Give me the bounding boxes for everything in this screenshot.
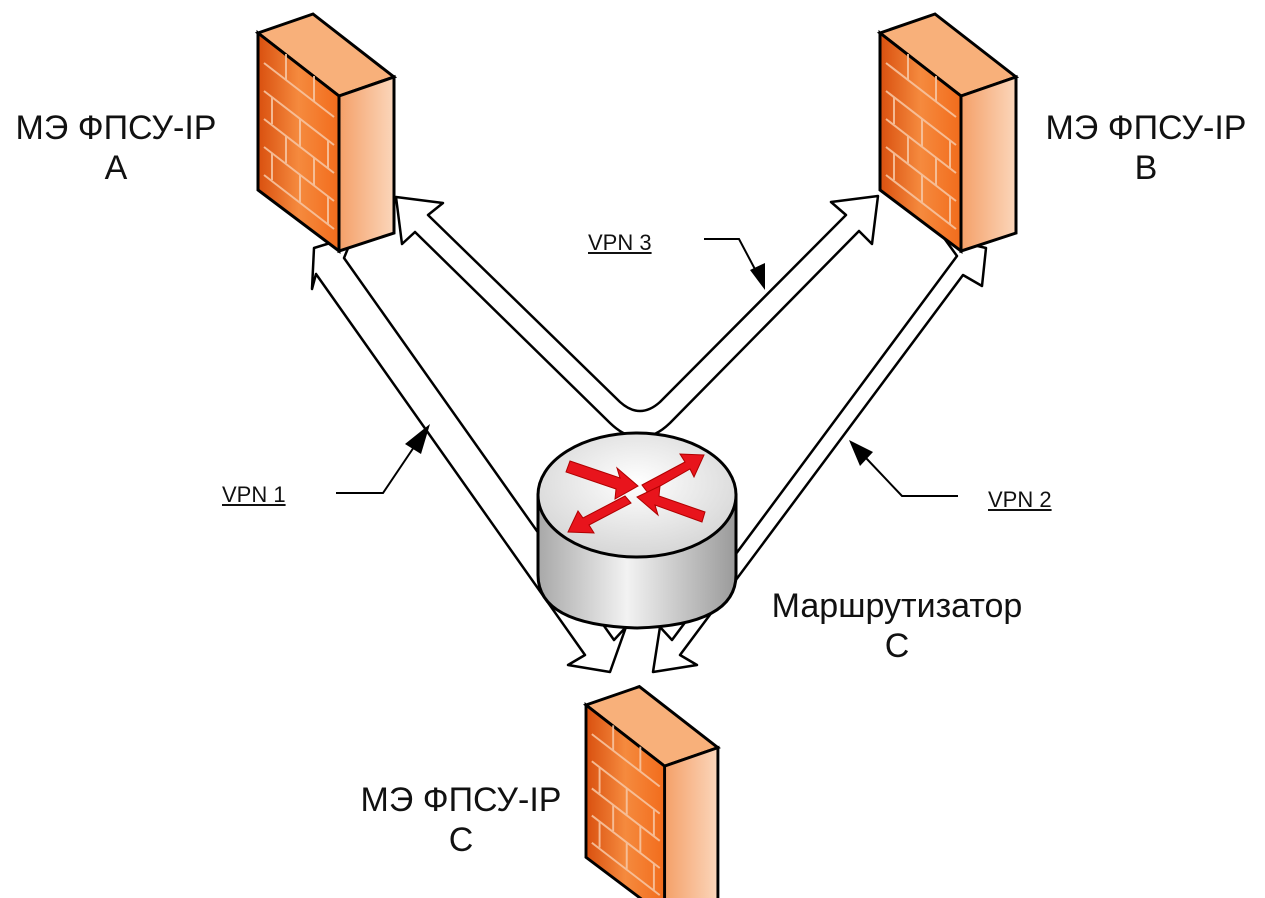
router-title: Маршрутизатор [771,587,1023,625]
vpn2-callout [865,457,958,497]
firewall-a-label: МЭ ФПСУ-IP А [0,108,232,188]
router-label: Маршрутизатор С [752,586,1042,666]
vpn2-pointer-arrowhead [849,440,873,466]
vpn3-label: VPN 3 [588,230,652,255]
router-name: С [884,627,910,665]
vpn1-label: VPN 1 [222,482,286,507]
vpn1-pointer-arrowhead [405,424,430,454]
firewall-c-label: МЭ ФПСУ-IP С [345,780,577,860]
firewall-a-name: А [104,149,128,187]
vpn3-tunnel [394,194,880,439]
firewall-b-label: МЭ ФПСУ-IP В [1030,108,1262,188]
firewall-b-title: МЭ ФПСУ-IP [1045,109,1247,147]
firewall-c-name: С [448,821,474,859]
vpn1-callout [336,446,415,494]
firewall-c-title: МЭ ФПСУ-IP [360,781,562,819]
firewall-a-icon [256,12,396,253]
vpn3-pointer-arrowhead [750,263,765,290]
firewall-b-name: В [1134,149,1158,187]
firewall-a-title: МЭ ФПСУ-IP [15,109,217,147]
vpn3-callout [704,238,758,274]
firewall-b-icon [878,12,1018,253]
vpn2-label: VPN 2 [988,487,1052,512]
router-icon [536,431,738,630]
firewall-c-icon [584,685,720,898]
